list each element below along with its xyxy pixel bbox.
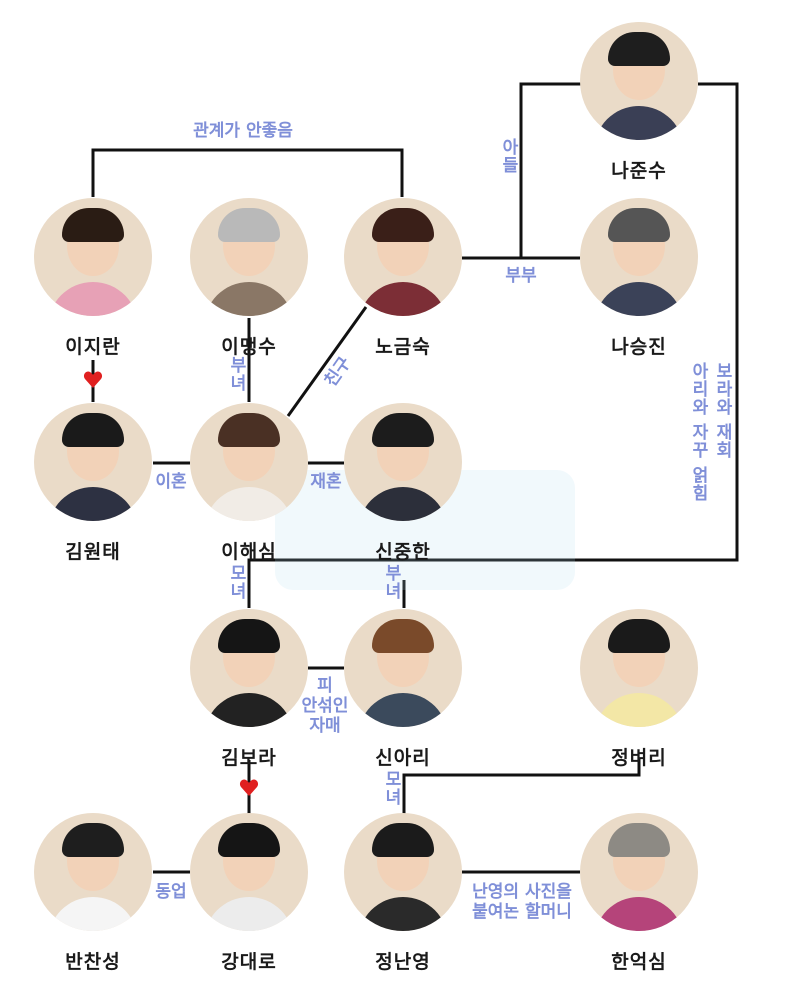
person-name: 신아리 bbox=[375, 747, 431, 769]
person-jeong-nanyeong: 정난영 bbox=[343, 813, 463, 974]
avatar bbox=[344, 813, 462, 931]
line-bad-relation bbox=[91, 148, 404, 197]
relation-label-remarriage: 재혼 bbox=[310, 472, 342, 492]
person-no-geumsuk: 노금숙 bbox=[343, 198, 463, 359]
relation-label-line: 피 bbox=[317, 676, 333, 696]
relation-label-divorce: 이혼 bbox=[155, 472, 187, 492]
person-i-haesim: 이해심 bbox=[189, 403, 309, 564]
avatar bbox=[580, 22, 698, 140]
heart-icon bbox=[239, 779, 259, 796]
relation-label-half-sisters: 피 안섞인 자매 bbox=[292, 676, 358, 736]
person-sin-ari: 신아리 bbox=[343, 609, 463, 770]
person-name: 나승진 bbox=[611, 336, 667, 358]
person-name: 반찬성 bbox=[65, 951, 121, 973]
person-name: 나준수 bbox=[611, 160, 667, 182]
relation-label-bad: 관계가 안좋음 bbox=[193, 121, 293, 141]
person-i-maengsu: 이맹수 bbox=[189, 198, 309, 359]
relation-label-mother-daughter-1: 모녀 bbox=[226, 564, 246, 600]
avatar bbox=[34, 813, 152, 931]
person-name: 이지란 bbox=[65, 336, 121, 358]
person-name: 이해심 bbox=[221, 541, 277, 563]
person-kim-wontae: 김원태 bbox=[33, 403, 153, 564]
person-na-seungjin: 나승진 bbox=[579, 198, 699, 359]
line-friend bbox=[286, 306, 368, 417]
person-name: 김보라 bbox=[221, 747, 277, 769]
person-name: 정난영 bbox=[375, 951, 431, 973]
avatar bbox=[580, 813, 698, 931]
avatar bbox=[34, 403, 152, 521]
relation-label-couple: 부부 bbox=[505, 266, 537, 286]
relation-label-son: 아들 bbox=[498, 138, 518, 174]
heart-icon bbox=[83, 371, 103, 388]
person-name: 김원태 bbox=[65, 541, 121, 563]
line-son bbox=[519, 82, 582, 258]
person-jeong-byeori: 정벼리 bbox=[579, 609, 699, 770]
avatar bbox=[190, 813, 308, 931]
relation-label-line: 붙여논 할머니 bbox=[472, 902, 572, 922]
avatar bbox=[580, 198, 698, 316]
avatar bbox=[344, 198, 462, 316]
person-gang-daero: 강대로 bbox=[189, 813, 309, 974]
person-name: 한억심 bbox=[611, 951, 667, 973]
person-name: 강대로 bbox=[221, 951, 277, 973]
person-kim-bora: 김보라 bbox=[189, 609, 309, 770]
relation-label-line: 안섞인 bbox=[301, 696, 349, 716]
relation-label-entangled: 아리와 자꾸 얽힘 bbox=[688, 362, 708, 502]
person-name: 신중한 bbox=[375, 541, 431, 563]
relation-label-line: 자매 bbox=[309, 716, 341, 736]
person-name: 노금숙 bbox=[375, 336, 431, 358]
relation-label-mother-daughter-2: 모녀 bbox=[381, 770, 401, 806]
person-han-eoksim: 한억심 bbox=[579, 813, 699, 974]
avatar bbox=[190, 609, 308, 727]
person-name: 정벼리 bbox=[611, 747, 667, 769]
person-sin-junghan: 신중한 bbox=[343, 403, 463, 564]
avatar bbox=[344, 403, 462, 521]
person-na-junsu: 나준수 bbox=[579, 22, 699, 183]
person-ban-chanseong: 반찬성 bbox=[33, 813, 153, 974]
person-i-jiran: 이지란 bbox=[33, 198, 153, 359]
avatar bbox=[34, 198, 152, 316]
line-reunion bbox=[247, 82, 739, 608]
avatar bbox=[580, 609, 698, 727]
avatar bbox=[190, 198, 308, 316]
line-mother-daughter-2 bbox=[402, 758, 641, 814]
relation-label-coworker: 동업 bbox=[155, 882, 187, 902]
relation-label-father-daughter-1: 부녀 bbox=[226, 356, 246, 392]
avatar bbox=[344, 609, 462, 727]
relation-label-line: 난영의 사진을 bbox=[472, 882, 572, 902]
person-name: 이맹수 bbox=[221, 336, 277, 358]
relation-label-reunion: 보라와 재회 bbox=[712, 362, 732, 459]
avatar bbox=[190, 403, 308, 521]
relation-label-father-daughter-2: 부녀 bbox=[381, 564, 401, 600]
relation-label-photo-grandma: 난영의 사진을 붙여논 할머니 bbox=[458, 882, 586, 922]
